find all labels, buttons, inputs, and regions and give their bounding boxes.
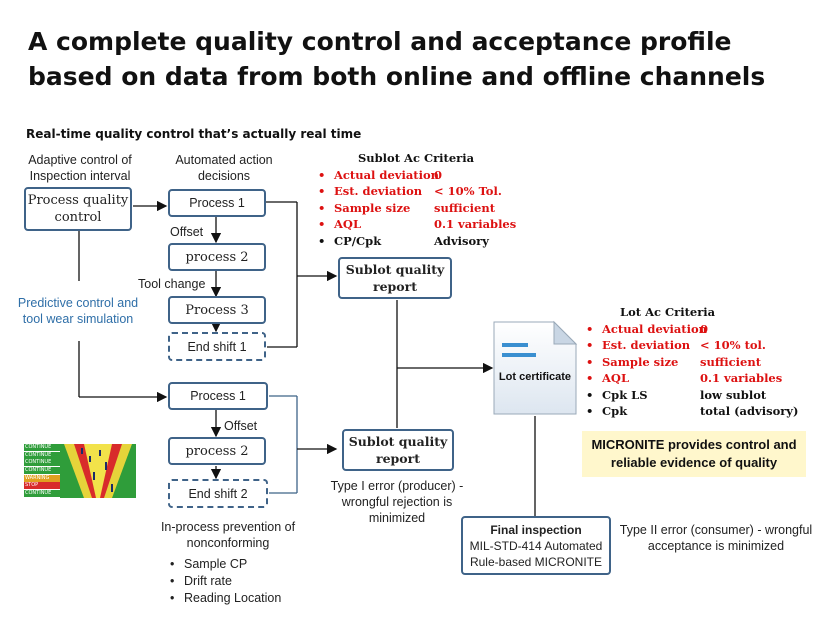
process-2-top-box: process 2 bbox=[168, 243, 266, 271]
status-row: CONTINUE bbox=[24, 490, 60, 498]
type-2-error-label: Type II error (consumer) - wrongful acce… bbox=[619, 523, 813, 553]
status-row: CONTINUE bbox=[24, 467, 60, 475]
diagram-subtitle: Real-time quality control that’s actuall… bbox=[26, 127, 362, 141]
status-row: CONTINUE bbox=[24, 444, 60, 451]
process-1-bottom-label: Process 1 bbox=[190, 389, 246, 403]
sublot-report-2-box: Sublot quality report bbox=[342, 429, 454, 471]
sublot-criterion: Est. deviation< 10% Tol. bbox=[316, 183, 516, 200]
status-row: CONTINUE bbox=[24, 459, 60, 467]
type-1-error-label: Type I error (producer) - wrongful rejec… bbox=[330, 479, 464, 525]
in-process-prevention-label: In-process prevention of nonconforming bbox=[160, 520, 296, 550]
lot-criteria-heading: Lot Ac Criteria bbox=[620, 305, 716, 319]
status-row: CONTINUE bbox=[24, 451, 60, 459]
end-shift-1-label: End shift 1 bbox=[187, 339, 247, 354]
automated-decisions-label: Automated action decisions bbox=[175, 153, 273, 183]
final-inspection-title: Final inspection bbox=[490, 522, 582, 537]
sublot-report-1-box: Sublot quality report bbox=[338, 257, 452, 299]
offset-label-1: Offset bbox=[170, 225, 204, 239]
sublot-criteria: Sublot Ac Criteria Actual deviation0 Est… bbox=[316, 150, 516, 249]
lot-criterion: Est. deviation< 10% tol. bbox=[584, 337, 806, 354]
in-process-bullets: Sample CP Drift rate Reading Location bbox=[168, 556, 281, 607]
status-row: WARNING bbox=[24, 474, 60, 482]
end-shift-1-box: End shift 1 bbox=[168, 332, 266, 361]
process-3-label: Process 3 bbox=[185, 302, 249, 318]
bullet-item: Drift rate bbox=[168, 573, 281, 590]
lot-criterion: Actual deviation0 bbox=[584, 321, 806, 338]
end-shift-2-box: End shift 2 bbox=[168, 479, 268, 508]
process-quality-control-label: Process quality control bbox=[27, 193, 129, 225]
bullet-item: Sample CP bbox=[168, 556, 281, 573]
process-1-top-box: Process 1 bbox=[168, 189, 266, 217]
adaptive-control-label: Adaptive control of Inspection interval bbox=[28, 153, 132, 183]
sublot-criteria-heading: Sublot Ac Criteria bbox=[357, 151, 475, 165]
status-chart bbox=[60, 444, 136, 498]
lot-certificate-label: Lot certificate bbox=[498, 371, 572, 383]
sublot-report-2-label: Sublot quality report bbox=[348, 434, 448, 466]
final-inspection-line-1: MIL-STD-414 Automated bbox=[469, 538, 603, 553]
process-3-box: Process 3 bbox=[168, 296, 266, 324]
offset-label-2: Offset bbox=[224, 419, 258, 433]
sublot-criterion: Actual deviation0 bbox=[316, 167, 516, 184]
process-quality-control-box: Process quality control bbox=[24, 187, 132, 231]
status-row: STOP bbox=[24, 482, 60, 490]
lot-certificate-icon: Lot certificate bbox=[492, 320, 578, 416]
process-2-bottom-box: process 2 bbox=[168, 437, 266, 465]
end-shift-2-label: End shift 2 bbox=[188, 486, 248, 501]
process-1-bottom-box: Process 1 bbox=[168, 382, 268, 410]
sublot-report-1-label: Sublot quality report bbox=[345, 262, 445, 294]
final-inspection-line-2: Rule-based MICRONITE bbox=[469, 554, 603, 569]
bullet-item: Reading Location bbox=[168, 590, 281, 607]
page-title: A complete quality control and acceptanc… bbox=[28, 27, 766, 91]
process-2-top-label: process 2 bbox=[185, 249, 249, 265]
final-inspection-box: Final inspection MIL-STD-414 Automated R… bbox=[461, 516, 611, 575]
process-1-top-label: Process 1 bbox=[189, 196, 245, 210]
tool-change-label: Tool change bbox=[138, 277, 206, 291]
lot-criteria: Lot Ac Criteria Actual deviation0 Est. d… bbox=[584, 304, 806, 420]
process-2-bottom-label: process 2 bbox=[185, 443, 249, 459]
predictive-control-label: Predictive control and tool wear simulat… bbox=[17, 281, 139, 341]
micronite-callout: MICRONITE provides control and reliable … bbox=[582, 431, 806, 477]
